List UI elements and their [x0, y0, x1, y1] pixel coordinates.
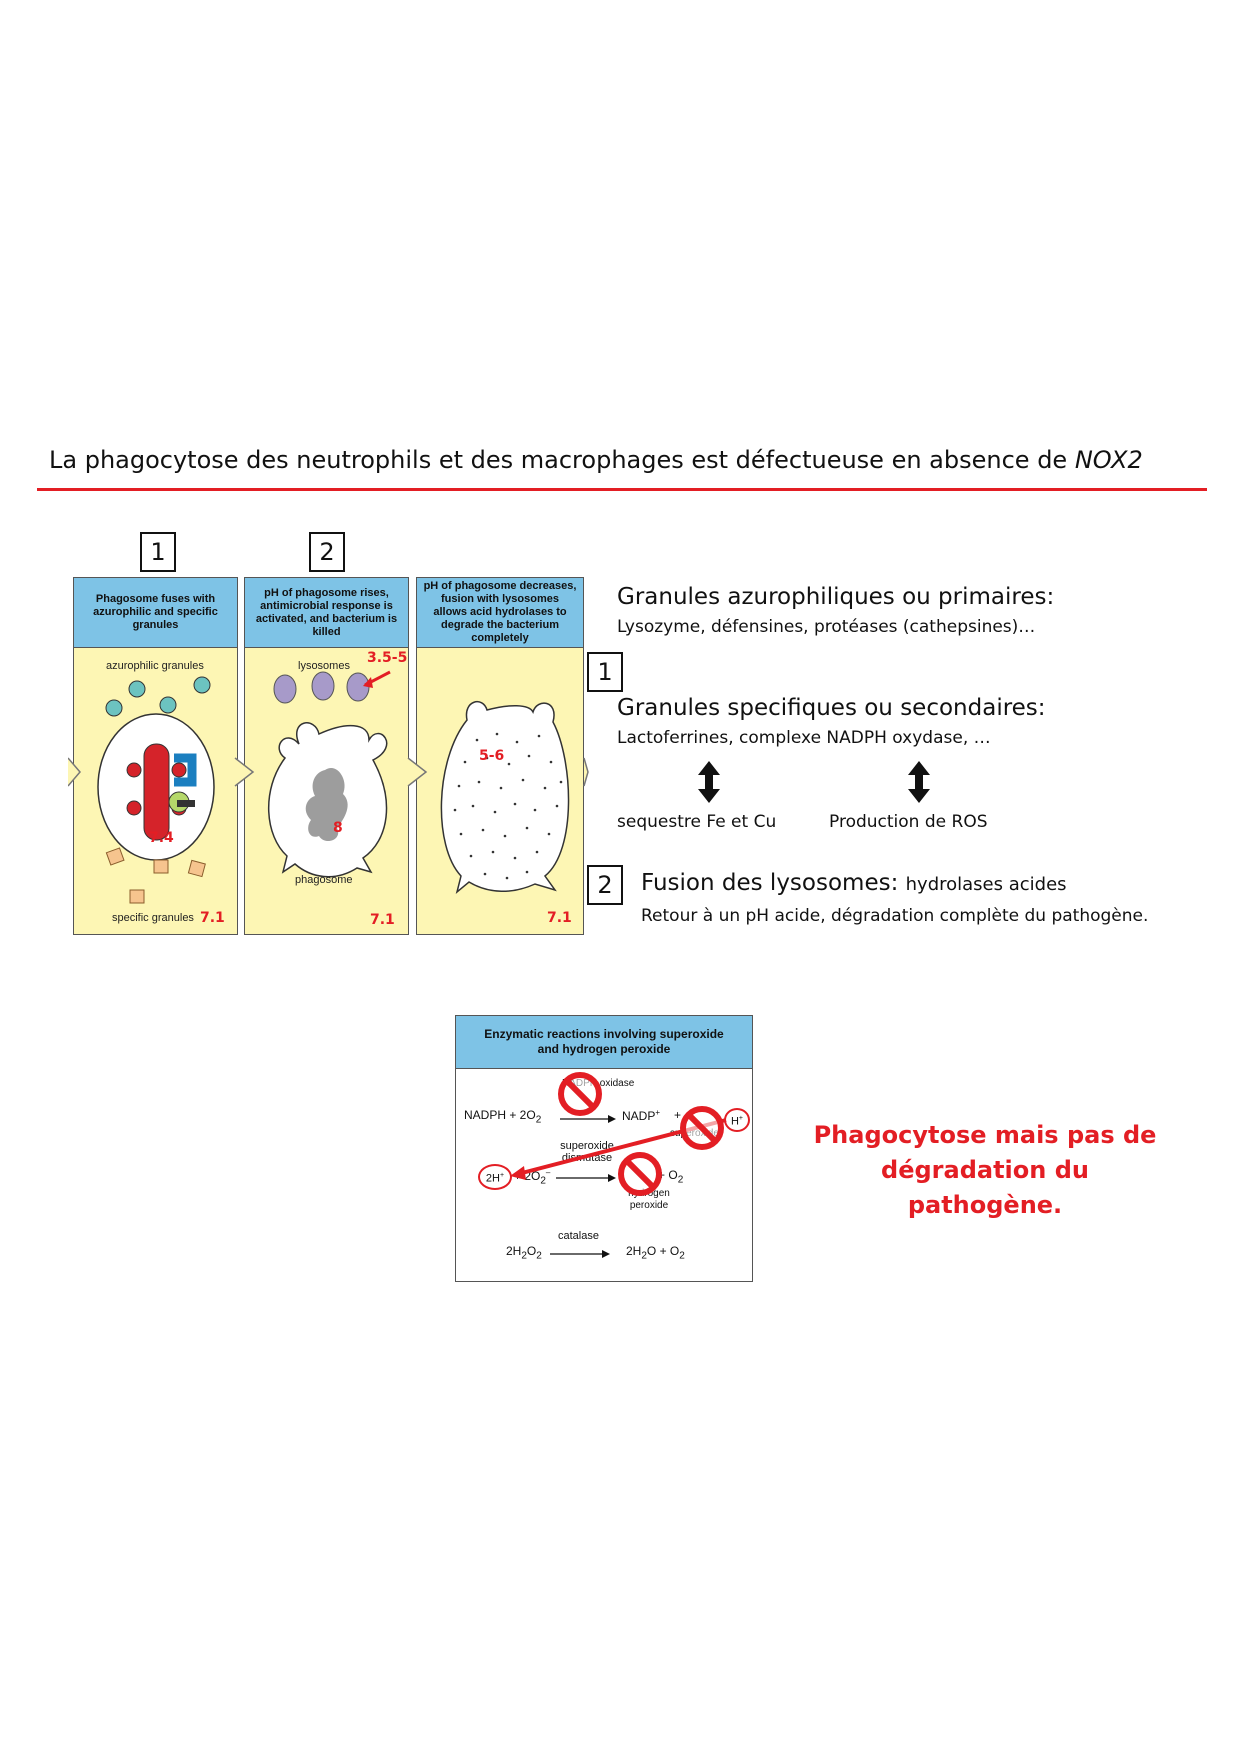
fusion-heading-sub: hydrolases acides	[905, 874, 1067, 895]
ph-inside-panel-1: 7.4	[149, 830, 174, 846]
double-arrow-icon	[698, 761, 720, 803]
panel-granule-fusion: Phagosome fuses with azurophilic and spe…	[73, 577, 238, 935]
reaction-1-arrow	[560, 1115, 616, 1123]
specific-granule	[153, 859, 169, 874]
conclusion-line-2: dégradation du pathogène.	[881, 1156, 1089, 1219]
ph-lysosome: 3.5-5	[367, 650, 408, 666]
reaction-1-left: NADPH + 2O2	[464, 1108, 541, 1125]
two-h-plus-text: 2H	[485, 1172, 500, 1185]
reaction-1-left-text: NADPH + 2O	[464, 1108, 536, 1122]
ph-outside-panel-2: 7.1	[370, 912, 395, 928]
specific-heading: Granules specifiques ou secondaires:	[617, 695, 1046, 721]
chevron-right-icon	[68, 757, 81, 787]
step-box-1-right: 1	[587, 652, 623, 692]
panel-2-illustration	[267, 670, 391, 878]
panel-1-header: Phagosome fuses with azurophilic and spe…	[74, 578, 237, 648]
inhibition-overlay	[510, 1072, 727, 1196]
bacterium	[143, 743, 170, 841]
reaction-3-right: 2H2O + O2	[626, 1244, 685, 1262]
title-divider	[37, 488, 1207, 491]
panel-2-header: pH of phagosome rises, antimicrobial res…	[245, 578, 408, 648]
conclusion-line-1: Phagocytose mais pas de	[813, 1121, 1157, 1149]
fusion-heading-main: Fusion des lysosomes:	[641, 870, 906, 896]
enzymatic-header: Enzymatic reactions involving superoxide…	[456, 1016, 752, 1069]
specific-granule	[129, 889, 145, 904]
panel-3-header: pH of phagosome decreases, fusion with l…	[417, 578, 583, 648]
panel-connectors	[68, 757, 589, 787]
prohibition-icon	[680, 1106, 724, 1150]
killed-bacterium	[305, 768, 348, 842]
iron-copper-effect: sequestre Fe et Cu	[617, 812, 777, 832]
enzymatic-reactions-box: Enzymatic reactions involving superoxide…	[455, 1015, 753, 1282]
prohibition-icon	[618, 1152, 662, 1196]
bacterium-receptor	[126, 762, 142, 778]
lysosome-arrow-head	[363, 677, 373, 688]
proton-red-arrow-head	[510, 1166, 526, 1180]
azurophilic-granules-label: azurophilic granules	[106, 660, 204, 672]
double-arrow-icon	[908, 761, 930, 803]
azurophilic-granule	[105, 699, 123, 717]
page-title-italic: NOX2	[1074, 446, 1143, 474]
reaction-3-left: 2H2O2	[506, 1244, 542, 1262]
azurophilic-granule	[128, 680, 146, 698]
reaction-3-right-b: O + O	[646, 1244, 680, 1258]
receptor-complex	[174, 753, 197, 787]
azurophilic-heading: Granules azurophiliques ou primaires:	[617, 584, 1055, 610]
ros-effect: Production de ROS	[829, 812, 988, 832]
step-box-2-right: 2	[587, 865, 623, 905]
step-box-1-top: 1	[140, 532, 176, 572]
phagosome-label: phagosome	[295, 874, 353, 886]
lysosome	[311, 671, 335, 701]
reaction-2-right-text: + O	[658, 1168, 678, 1182]
azurophilic-granule	[193, 676, 211, 694]
ph-inside-panel-2: 8	[333, 820, 343, 836]
conclusion-text: Phagocytose mais pas de dégradation du p…	[800, 1118, 1170, 1223]
catalase-label: catalase	[558, 1230, 599, 1242]
h2o2-label-b: peroxide	[629, 1200, 669, 1211]
specific-granules-label: specific granules	[112, 912, 194, 924]
reaction-3-arrow	[550, 1250, 610, 1258]
sod-label-a: superoxide	[560, 1140, 614, 1152]
lysosome	[346, 672, 370, 702]
reaction-1-right: NADP+	[622, 1108, 660, 1123]
reaction-1-right-text: NADP	[622, 1109, 656, 1123]
acid-hydrolase-dots	[453, 732, 563, 880]
chevron-right-icon	[583, 757, 589, 787]
page-title: La phagocytose des neutrophils et des ma…	[49, 446, 1143, 474]
panel-ph-decreases: pH of phagosome decreases, fusion with l…	[416, 577, 584, 935]
fusion-heading: Fusion des lysosomes: hydrolases acides	[641, 870, 1067, 896]
ph-outside-panel-1: 7.1	[200, 910, 225, 926]
panel-1-illustration	[97, 676, 215, 904]
h-plus-text: H	[730, 1115, 739, 1128]
lysosomes-label: lysosomes	[298, 660, 350, 672]
panel-3-illustration	[440, 700, 570, 895]
bacterium-receptor	[126, 800, 142, 816]
two-h-plus-circle: 2H+	[478, 1164, 512, 1190]
reaction-2-right: + O2	[658, 1168, 684, 1186]
prohibition-icon	[558, 1072, 602, 1116]
reaction-1-left-sub: 2	[535, 1114, 542, 1126]
specific-granule	[105, 847, 125, 866]
azurophilic-granule	[159, 696, 177, 714]
reaction-3-left-text: 2H	[506, 1244, 522, 1258]
ph-outside-panel-3: 7.1	[547, 910, 572, 926]
bacterium-receptor	[171, 762, 187, 778]
chevron-right-icon	[234, 757, 255, 787]
panel-ph-rises: pH of phagosome rises, antimicrobial res…	[244, 577, 409, 935]
step-box-2-top: 2	[309, 532, 345, 572]
page-title-main: La phagocytose des neutrophils et des ma…	[49, 446, 1075, 474]
specific-contents: Lactoferrines, complexe NADPH oxydase, …	[617, 728, 991, 748]
reaction-1-right-sup: +	[655, 1108, 661, 1117]
chevron-right-icon	[407, 757, 428, 787]
receptor-complex	[177, 800, 195, 807]
reaction-3-right-a: 2H	[626, 1244, 642, 1258]
azurophilic-contents: Lysozyme, défensines, protéases (catheps…	[617, 617, 1036, 637]
fusion-contents: Retour à un pH acide, dégradation complè…	[641, 906, 1149, 926]
phagosome-membrane	[440, 700, 570, 895]
lysosome	[273, 674, 297, 704]
reaction-2-arrow	[556, 1174, 616, 1182]
ph-inside-panel-3: 5-6	[479, 748, 505, 764]
reaction-1-plus: +	[674, 1108, 682, 1122]
specific-granule	[187, 859, 206, 878]
